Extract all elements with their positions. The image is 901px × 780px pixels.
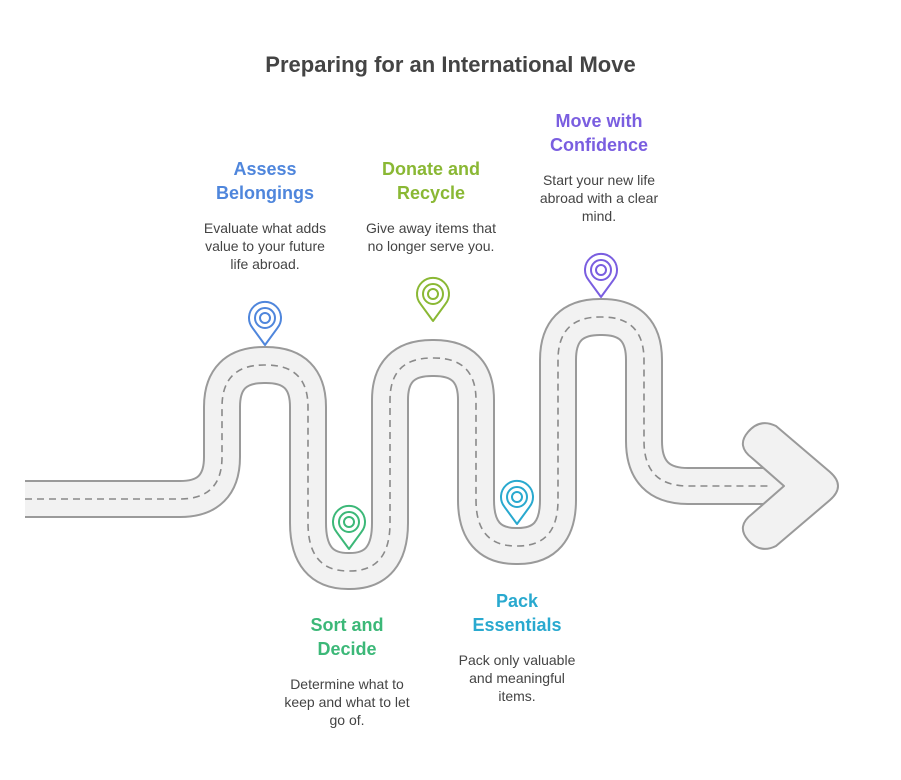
step-title: Donate and Recycle [381,159,480,203]
location-pin-icon [584,252,618,298]
step-pack-essentials: Pack Essentials Pack only valuable and m… [427,589,607,705]
location-pin-icon [248,300,282,346]
step-title: Sort and Decide [310,615,384,659]
step-donate-and-recycle: Donate and Recycle Give away items that … [341,157,521,255]
step-assess-belongings: Assess Belongings Evaluate what adds val… [175,157,355,273]
step-description: Determine what to keep and what to let g… [284,676,410,728]
road-center-dashes [25,316,770,572]
step-description: Start your new life abroad with a clear … [539,172,659,224]
step-title: Move with Confidence [549,111,648,155]
step-description: Pack only valuable and meaningful items. [458,652,576,704]
location-pin-icon [332,504,366,550]
step-title: Assess Belongings [216,159,314,203]
arrow-head [741,422,839,550]
diagram-title: Preparing for an International Move [265,52,636,77]
step-description: Give away items that no longer serve you… [366,220,496,254]
step-move-with-confidence: Move with Confidence Start your new life… [509,109,689,225]
step-description: Evaluate what adds value to your future … [203,220,327,272]
location-pin-icon [416,276,450,322]
step-title: Pack Essentials [472,591,562,635]
location-pin-icon [500,479,534,525]
step-sort-and-decide: Sort and Decide Determine what to keep a… [257,613,437,729]
